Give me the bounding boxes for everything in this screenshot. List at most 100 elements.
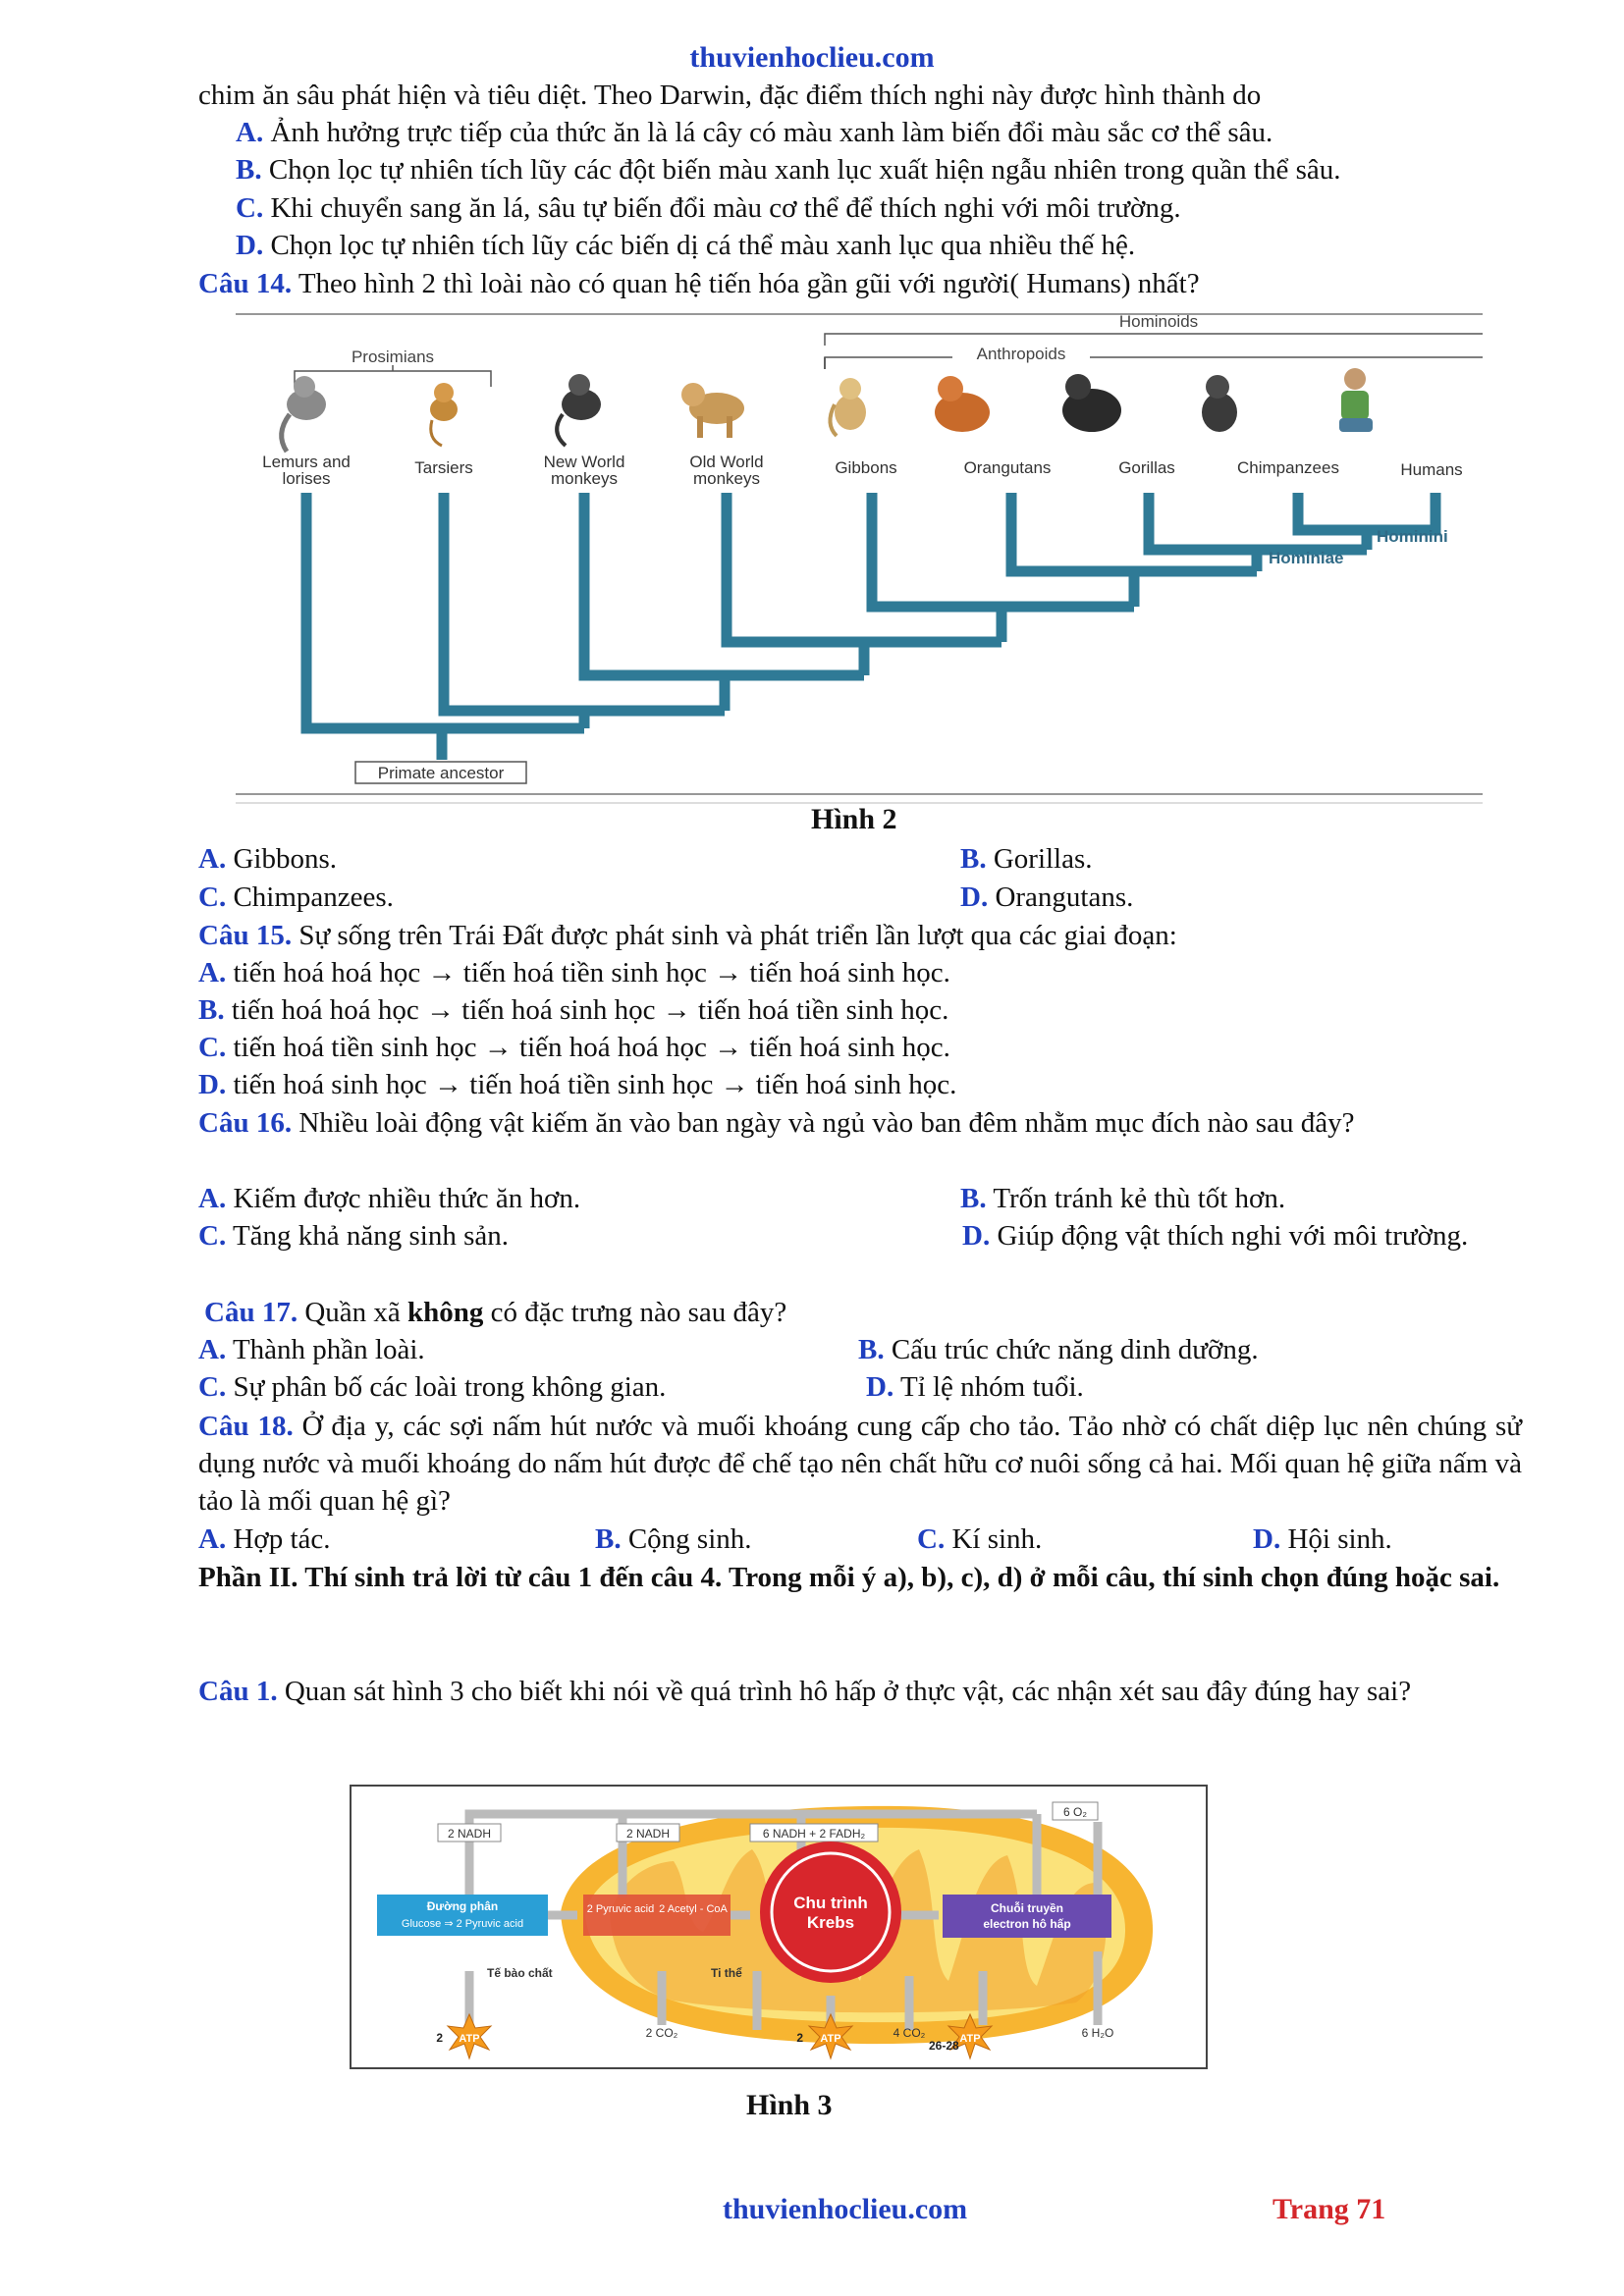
q14-option-c[interactable]: C. Chimpanzees. xyxy=(198,879,394,916)
question-label: Câu 14. xyxy=(198,268,293,299)
option-text: tiến hoá hoá học → tiến hoá sinh học → t… xyxy=(231,994,949,1026)
question-text-post: có đặc trưng nào sau đây? xyxy=(483,1297,787,1328)
page-number: Trang 71 xyxy=(1272,2193,1386,2225)
taxon-label: Lemurs and xyxy=(262,453,351,471)
question-label: Câu 15. xyxy=(198,920,293,951)
taxon-label: Chimpanzees xyxy=(1237,458,1339,477)
q16-option-a[interactable]: A. Kiếm được nhiều thức ăn hơn. xyxy=(198,1180,580,1217)
option-letter: D. xyxy=(1253,1523,1281,1555)
q17-option-d[interactable]: D. Tỉ lệ nhóm tuổi. xyxy=(866,1368,1084,1406)
option-text: Kiếm được nhiều thức ăn hơn. xyxy=(233,1183,581,1214)
figure-3-caption: Hình 3 xyxy=(746,2089,833,2121)
mitochondrion-label: Ti thể xyxy=(711,1966,742,1980)
svg-text:ATP: ATP xyxy=(959,2033,980,2045)
option-letter: D. xyxy=(962,1220,991,1252)
option-letter: D. xyxy=(236,230,264,261)
nadh-label: 2 NADH xyxy=(448,1827,491,1841)
q13-option-b[interactable]: B. Chọn lọc tự nhiên tích lũy các đột bi… xyxy=(236,151,1341,188)
figure-2-caption: Hình 2 xyxy=(811,803,897,835)
option-letter: B. xyxy=(198,994,225,1026)
taxon-label: New World xyxy=(544,453,625,471)
q18-option-c[interactable]: C. Kí sinh. xyxy=(917,1521,1042,1558)
option-letter: A. xyxy=(198,1523,227,1555)
electron-transport-box xyxy=(943,1895,1111,1938)
option-letter: C. xyxy=(198,1371,227,1403)
glycolysis-title: Đường phân xyxy=(427,1899,499,1913)
pyruvic-label: 2 Pyruvic acid xyxy=(587,1903,654,1915)
option-letter: C. xyxy=(198,881,227,913)
option-letter: A. xyxy=(236,117,264,148)
question-text-emphasis: không xyxy=(407,1297,484,1328)
taxon-label: Gorillas xyxy=(1118,458,1175,477)
figure-3-respiration: 2 NADH 2 NADH 6 NADH + 2 FADH₂ 6 O₂ Đườn… xyxy=(350,1785,1208,2069)
link-reaction-box xyxy=(583,1895,731,1936)
q14-option-d[interactable]: D. Orangutans. xyxy=(960,879,1133,916)
etc-label-1: Chuỗi truyền xyxy=(991,1900,1063,1915)
option-letter: B. xyxy=(960,1183,987,1214)
q18-option-d[interactable]: D. Hội sinh. xyxy=(1253,1521,1392,1558)
q13-option-a[interactable]: A. Ảnh hưởng trực tiếp của thức ăn là lá… xyxy=(236,114,1272,151)
option-text: Tăng khả năng sinh sản. xyxy=(232,1220,510,1252)
option-text: Thành phần loài. xyxy=(232,1334,425,1365)
tarsier-icon xyxy=(429,383,458,448)
q16-option-c[interactable]: C. Tăng khả năng sinh sản. xyxy=(198,1217,509,1255)
option-letter: C. xyxy=(917,1523,946,1555)
option-text: Chọn lọc tự nhiên tích lũy các biến dị c… xyxy=(270,230,1136,261)
human-icon xyxy=(1339,368,1373,432)
option-letter: B. xyxy=(236,154,262,186)
option-text: Khi chuyển sang ăn lá, sâu tự biến đổi m… xyxy=(270,192,1181,224)
header-site[interactable]: thuvienhoclieu.com xyxy=(689,41,935,74)
q18-option-a[interactable]: A. Hợp tác. xyxy=(198,1521,331,1558)
new-world-monkey-icon xyxy=(555,374,601,448)
clade-hominini: Hominini xyxy=(1377,527,1448,546)
krebs-label-2: Krebs xyxy=(807,1913,854,1932)
option-text: tiến hoá hoá học → tiến hoá tiền sinh họ… xyxy=(233,957,950,988)
q15-option-b[interactable]: B. tiến hoá hoá học → tiến hoá sinh học … xyxy=(198,991,948,1029)
option-letter: A. xyxy=(198,957,227,988)
question-text: Theo hình 2 thì loài nào có quan hệ tiến… xyxy=(298,268,1200,299)
root-label: Primate ancestor xyxy=(378,764,505,782)
option-text: Sự phân bố các loài trong không gian. xyxy=(233,1371,667,1403)
option-text: Cấu trúc chức năng dinh dưỡng. xyxy=(891,1334,1259,1365)
question-label: Câu 16. xyxy=(198,1107,293,1139)
gibbon-icon xyxy=(828,378,866,438)
option-text: Hợp tác. xyxy=(233,1523,331,1555)
q17-option-c[interactable]: C. Sự phân bố các loài trong không gian. xyxy=(198,1368,666,1406)
oxygen-label: 6 O₂ xyxy=(1063,1805,1087,1819)
q17-option-b[interactable]: B. Cấu trúc chức năng dinh dưỡng. xyxy=(858,1331,1259,1368)
q17-stem: Câu 17. Quần xã không có đặc trưng nào s… xyxy=(204,1294,786,1331)
question-text: Quan sát hình 3 cho biết khi nói về quá … xyxy=(284,1676,1412,1707)
q13-option-d[interactable]: D. Chọn lọc tự nhiên tích lũy các biến d… xyxy=(236,227,1135,264)
option-text: Cộng sinh. xyxy=(627,1523,752,1555)
chimpanzee-icon xyxy=(1202,375,1237,432)
q16-option-d[interactable]: D. Giúp động vật thích nghi với môi trườ… xyxy=(198,1217,1522,1255)
q16-option-b[interactable]: B. Trốn tránh kẻ thù tốt hơn. xyxy=(960,1180,1285,1217)
co2-label: 2 CO₂ xyxy=(646,2026,678,2040)
q18-option-b[interactable]: B. Cộng sinh. xyxy=(595,1521,752,1558)
q15-option-c[interactable]: C. tiến hoá tiền sinh học → tiến hoá hoá… xyxy=(198,1029,950,1066)
q15-option-d[interactable]: D. tiến hoá sinh học → tiến hoá tiền sin… xyxy=(198,1066,956,1103)
acetyl-coa-label: 2 Acetyl - CoA xyxy=(659,1903,728,1915)
q17-option-a[interactable]: A. Thành phần loài. xyxy=(198,1331,425,1368)
atp-count: 2 xyxy=(436,2031,443,2045)
option-text: Hội sinh. xyxy=(1287,1523,1392,1555)
atp-star-icon: ATP xyxy=(947,2012,994,2060)
atp-count: 2 xyxy=(796,2031,803,2045)
option-letter: A. xyxy=(198,1334,227,1365)
q14-stem: Câu 14. Theo hình 2 thì loài nào có quan… xyxy=(198,265,1200,302)
q15-option-a[interactable]: A. tiến hoá hoá học → tiến hoá tiền sinh… xyxy=(198,954,950,991)
question-text-pre: Quần xã xyxy=(304,1297,408,1328)
q14-option-a[interactable]: A. Gibbons. xyxy=(198,840,337,878)
atp-star-icon: ATP xyxy=(807,2012,854,2060)
group-prosimians: Prosimians xyxy=(352,347,434,366)
q14-option-b[interactable]: B. Gorillas. xyxy=(960,840,1093,878)
option-letter: A. xyxy=(198,843,227,875)
water-label: 6 H₂O xyxy=(1082,2026,1114,2040)
q13-option-c[interactable]: C. Khi chuyển sang ăn lá, sâu tự biến đổ… xyxy=(236,189,1181,227)
option-text: Trốn tránh kẻ thù tốt hơn. xyxy=(993,1183,1286,1214)
taxon-label: Gibbons xyxy=(835,458,896,477)
footer-site[interactable]: thuvienhoclieu.com xyxy=(723,2193,968,2225)
group-anthropoids: Anthropoids xyxy=(977,345,1066,363)
q15-stem: Câu 15. Sự sống trên Trái Đất được phát … xyxy=(198,917,1177,954)
nadh-fadh-label: 6 NADH + 2 FADH₂ xyxy=(763,1827,866,1841)
